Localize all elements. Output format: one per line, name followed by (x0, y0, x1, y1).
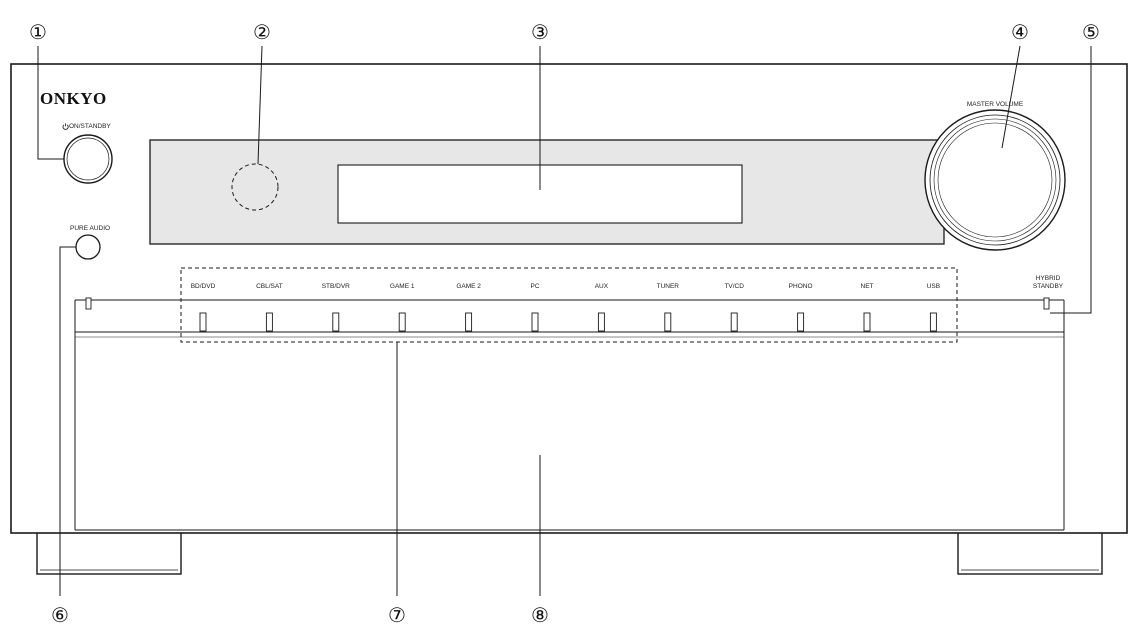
selector-label-tv-cd: TV/CD (724, 283, 744, 290)
selector-button-tv-cd[interactable] (730, 312, 738, 332)
hybrid-standby-indicator (1043, 297, 1050, 310)
selector-label-cbl-sat: CBL/SAT (256, 283, 283, 290)
on-standby-label: ON/STANDBY (69, 123, 111, 130)
right-foot (957, 529, 1103, 575)
selector-button-bd-dvd[interactable] (199, 312, 207, 332)
selector-label-game-1: GAME 1 (390, 283, 415, 290)
selector-button-phono[interactable] (797, 312, 805, 332)
selector-label-aux: AUX (595, 283, 609, 290)
selector-label-pc: PC (530, 283, 539, 290)
selector-button-pc[interactable] (531, 312, 539, 332)
selector-label-net: NET (861, 283, 874, 290)
callout-8: ⑧ (531, 603, 549, 627)
hybrid-standby-label-line1: HYBRID (1036, 275, 1061, 282)
selector-button-tuner[interactable] (664, 312, 672, 332)
hybrid-standby-label-line2: STANDBY (1033, 283, 1064, 290)
selector-label-stb-dvr: STB/DVR (322, 283, 350, 290)
selector-button-net[interactable] (863, 312, 871, 332)
selector-label-tuner: TUNER (657, 283, 680, 290)
selector-button-cbl-sat[interactable] (265, 312, 273, 332)
on-standby-button[interactable] (63, 134, 113, 184)
callout-5: ⑤ (1082, 20, 1100, 44)
selector-button-stb-dvr[interactable] (332, 312, 340, 332)
display-window (149, 139, 945, 245)
remote-sensor (231, 163, 279, 211)
pure-audio-indicator (85, 297, 92, 310)
pure-audio-label: PURE AUDIO (70, 225, 110, 232)
selector-label-usb: USB (927, 283, 940, 290)
callout-1: ① (29, 20, 47, 44)
selector-button-usb[interactable] (929, 312, 937, 332)
selector-button-aux[interactable] (597, 312, 605, 332)
selector-button-game-1[interactable] (398, 312, 406, 332)
power-icon (62, 123, 69, 130)
master-volume-label: MASTER VOLUME (967, 101, 1024, 108)
selector-label-bd-dvd: BD/DVD (191, 283, 216, 290)
pure-audio-button[interactable] (75, 234, 101, 260)
input-selectors: BD/DVD CBL/SAT STB/DVR GAME 1 GAME 2 PC AUX TUN… (191, 283, 940, 332)
master-volume-knob[interactable] (924, 109, 1066, 251)
selector-label-game-2: GAME 2 (456, 283, 481, 290)
brand-logo: ONKYO (40, 89, 107, 108)
left-foot (36, 529, 182, 575)
callout-6: ⑥ (51, 603, 69, 627)
input-selector-group-outline (180, 267, 958, 343)
selector-label-phono: PHONO (789, 283, 813, 290)
callout-4: ④ (1011, 20, 1029, 44)
selector-button-game-2[interactable] (465, 312, 473, 332)
callout-7: ⑦ (388, 603, 406, 627)
callout-2: ② (253, 20, 271, 44)
callout-lines (37, 45, 1092, 596)
callout-3: ③ (531, 20, 549, 44)
